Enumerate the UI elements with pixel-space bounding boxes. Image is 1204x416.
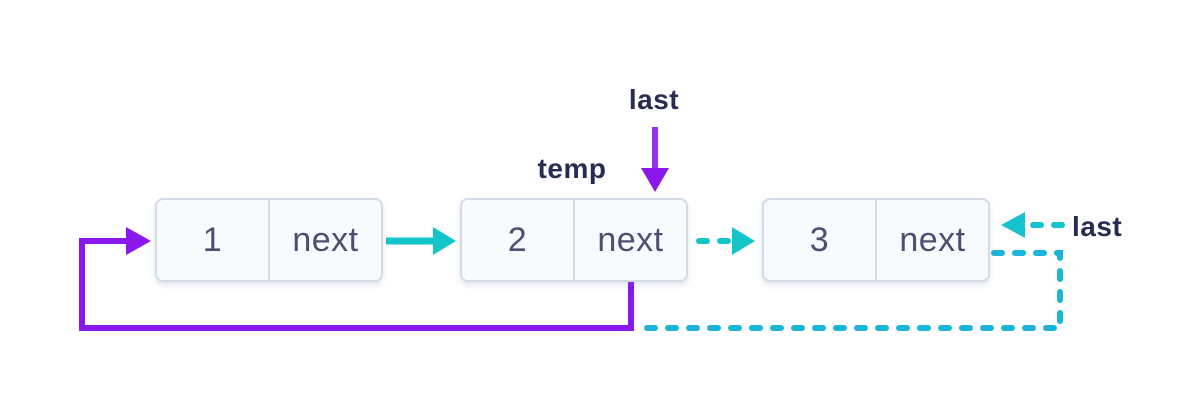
last-pointer-label-new: last — [1072, 211, 1123, 242]
old-circular-link-arrowhead-icon — [126, 227, 151, 255]
temp-pointer-label: temp — [537, 153, 607, 184]
node-2: 2 next — [460, 198, 688, 282]
link-node1-to-node2-arrowhead-icon — [433, 227, 456, 255]
last-pointer-label-old: last — [628, 84, 680, 115]
node-1: 1 next — [155, 198, 383, 282]
node-3-value: 3 — [809, 220, 830, 259]
node-1-value: 1 — [202, 220, 223, 259]
node-2-next-field: next — [573, 200, 686, 280]
last-new-pointer-arrowhead-icon — [1001, 212, 1025, 238]
node-3: 3 next — [762, 198, 990, 282]
node-2-value: 2 — [507, 220, 528, 259]
node-3-next-field: next — [875, 200, 988, 280]
last-old-pointer-arrowhead-icon — [641, 168, 669, 192]
node-1-next-field: next — [268, 200, 381, 280]
link-node2-to-node3-arrowhead-icon — [732, 227, 755, 255]
